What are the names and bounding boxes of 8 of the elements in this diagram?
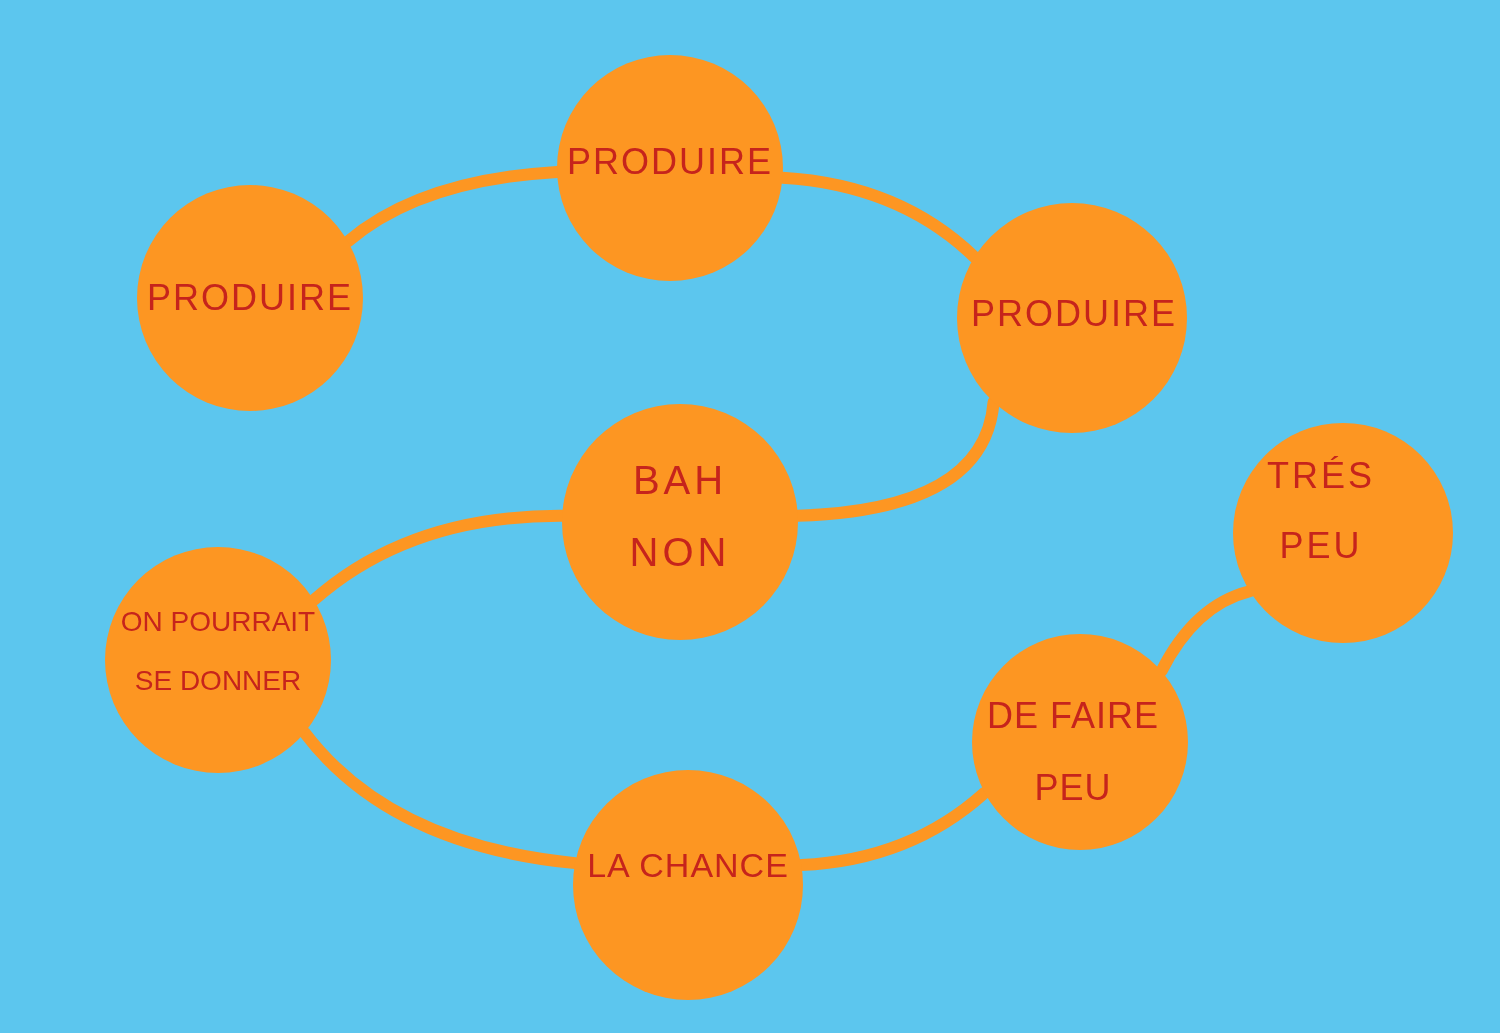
node-label: TRÉS PEU (1266, 453, 1376, 568)
node-label: BAH NON (628, 457, 732, 576)
node-label: PRODUIRE (971, 292, 1177, 336)
node-label: PRODUIRE (147, 276, 353, 320)
node-label: ON POURRAIT SE DONNER (119, 605, 317, 698)
node-label: LA CHANCE (587, 844, 789, 886)
node-label: PRODUIRE (567, 140, 773, 184)
node-label: DE FAIRE PEU (985, 694, 1160, 810)
